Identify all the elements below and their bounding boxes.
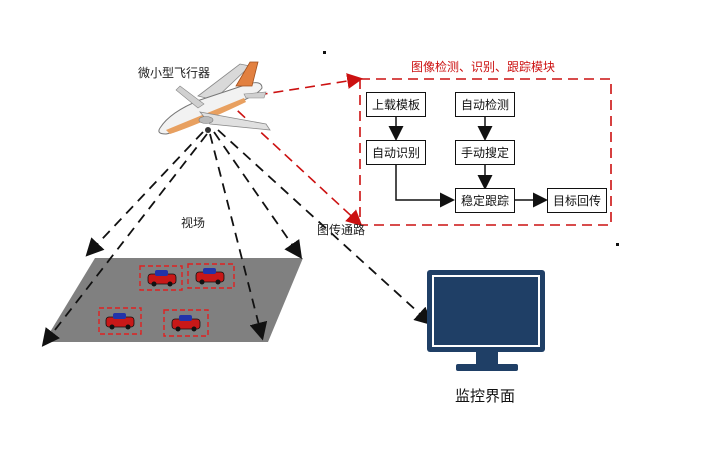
box-auto-detect: 自动检测: [455, 92, 515, 117]
box-load-template: 上载模板: [366, 92, 426, 117]
corner-mark: [323, 51, 326, 54]
box-manual-search: 手动搜定: [455, 140, 515, 165]
box-auto-recognize: 自动识别: [366, 140, 426, 165]
box-stable-track: 稳定跟踪: [455, 188, 515, 213]
module-frame: [359, 78, 612, 226]
view-field-label: 视场: [181, 216, 206, 230]
red-links: [225, 73, 364, 227]
monitor-icon: [427, 270, 545, 371]
corner-mark: [616, 243, 619, 246]
target-boxes: [98, 263, 235, 337]
camera-rays: [41, 129, 433, 347]
ground-plane: [44, 258, 303, 342]
box-target-return: 目标回传: [547, 188, 607, 213]
flow-arrows: [388, 117, 548, 208]
airplane-icon: [158, 61, 271, 135]
image-link-label: 图传通路: [317, 223, 366, 237]
module-title: 图像检测、识别、跟踪模块: [411, 60, 556, 74]
uav-label: 微小型飞行器: [138, 66, 211, 80]
monitor-label: 监控界面: [455, 387, 516, 405]
car-icon: [105, 268, 225, 332]
